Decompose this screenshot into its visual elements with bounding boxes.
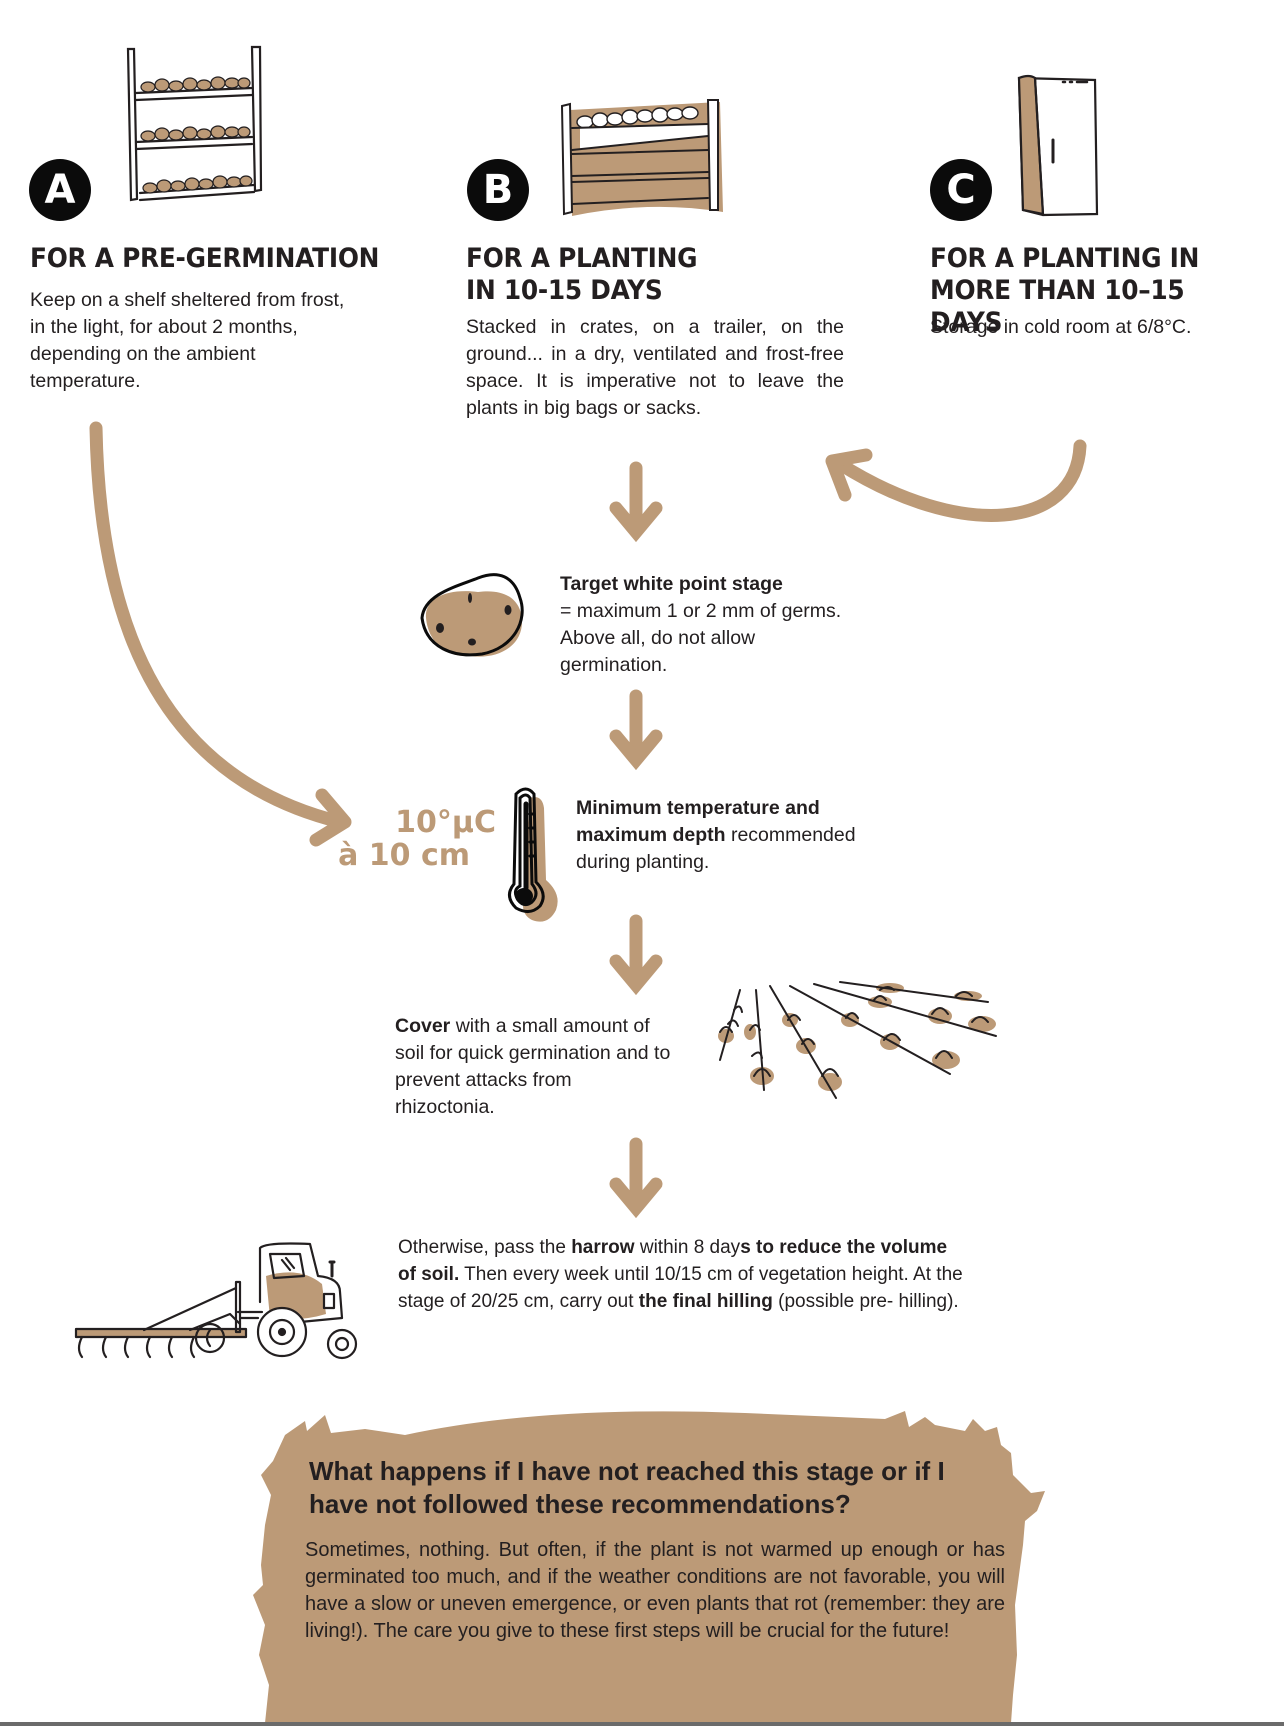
text-line: Cover with a small amount of xyxy=(395,1013,715,1040)
text-line: prevent attacks from xyxy=(395,1069,572,1091)
heading-line: FOR A PLANTING IN xyxy=(930,243,1200,274)
down-arrow-1 xyxy=(609,461,663,543)
text-line: rhizoctonia. xyxy=(395,1096,495,1118)
planted-rows-icon xyxy=(718,981,997,1099)
bold-fragment: s to reduce the volume xyxy=(740,1237,948,1258)
text-line: Above all, do not allow xyxy=(560,627,756,649)
text-fragment: Otherwise, pass the xyxy=(398,1237,572,1258)
white-point-text: Target white point stage = maximum 1 or … xyxy=(560,571,900,679)
text-line: in the light, for about 2 months, xyxy=(30,316,298,338)
callout-title: What happens if I have not reached this … xyxy=(309,1455,1029,1521)
down-arrow-4 xyxy=(609,1137,663,1219)
bold-fragment: the final hilling xyxy=(638,1291,773,1312)
text-fragment: within 8 day xyxy=(634,1237,741,1258)
depth-label: à 10 cm xyxy=(338,838,470,873)
option-a-text: Keep on a shelf sheltered from frost, in… xyxy=(30,287,430,395)
title-line: have not followed these recommendations? xyxy=(309,1489,851,1519)
heading-line: IN 10-15 DAYS xyxy=(466,275,663,306)
potato-icon xyxy=(420,573,524,657)
option-c-heading: FOR A PLANTING IN MORE THAN 10–15 DAYS xyxy=(930,243,1256,339)
text-line: during planting. xyxy=(576,851,710,873)
option-a-heading: FOR A PRE-GERMINATION xyxy=(30,243,379,275)
tractor-harrow-icon xyxy=(74,1242,358,1360)
crate-of-potatoes-icon xyxy=(560,99,723,216)
text-fragment: with a small amount of xyxy=(450,1015,650,1037)
text-line: soil for quick germination and to xyxy=(395,1042,671,1064)
down-arrow-3 xyxy=(609,914,663,996)
callout-brush-background xyxy=(253,1411,1045,1723)
text-line: maximum depth recommended xyxy=(576,822,916,849)
text-line: = maximum 1 or 2 mm of germs. xyxy=(560,600,842,622)
cold-room-fridge-icon xyxy=(1017,74,1099,217)
badge-a: A xyxy=(29,159,91,221)
text-line: stage of 20/25 cm, carry out the final h… xyxy=(398,1288,1018,1315)
page-bottom-edge xyxy=(0,1722,1284,1726)
callout-body: Sometimes, nothing. But often, if the pl… xyxy=(305,1539,1005,1642)
bold-fragment: of soil. xyxy=(398,1264,460,1285)
badge-c: C xyxy=(930,159,992,221)
thermometer-icon xyxy=(508,787,558,922)
text-line: Minimum temperature and xyxy=(576,797,820,819)
text-fragment: (possible pre- hilling). xyxy=(772,1291,959,1312)
heading-line: MORE THAN 10–15 DAYS xyxy=(930,275,1185,338)
heading-line: FOR A PLANTING xyxy=(466,243,698,274)
text-line: temperature. xyxy=(30,370,141,392)
text-line: Keep on a shelf sheltered from frost, xyxy=(30,289,345,311)
title-line: What happens if I have not reached this … xyxy=(309,1456,945,1486)
option-c-text: Storage in cold room at 6/8°C. xyxy=(930,316,1192,338)
cover-text: Cover with a small amount of soil for qu… xyxy=(395,1013,715,1121)
shelf-with-potatoes-icon xyxy=(126,45,263,202)
text-line: germination. xyxy=(560,654,668,676)
heading-line: FOR A PRE-GERMINATION xyxy=(30,243,380,274)
bold-fragment: harrow xyxy=(571,1237,635,1258)
down-arrow-2 xyxy=(609,689,663,771)
white-point-title: Target white point stage xyxy=(560,573,783,595)
harrow-text: Otherwise, pass the harrow within 8 days… xyxy=(398,1234,1018,1315)
bold-fragment: maximum depth xyxy=(576,824,726,846)
temperature-label: 10°µC xyxy=(395,805,496,840)
bold-fragment: Cover xyxy=(395,1015,451,1037)
text-fragment: Then every week until 10/15 cm of vegeta… xyxy=(459,1264,963,1285)
temperature-text: Minimum temperature and maximum depth re… xyxy=(576,795,916,876)
text-fragment: recommended xyxy=(725,824,856,846)
text-line: Otherwise, pass the harrow within 8 days… xyxy=(398,1234,1018,1261)
option-b-heading: FOR A PLANTING IN 10-15 DAYS xyxy=(466,243,698,307)
text-fragment: stage of 20/25 cm, carry out xyxy=(398,1291,639,1312)
option-b-text: Stacked in crates, on a trailer, on the … xyxy=(466,316,844,419)
text-line: depending on the ambient xyxy=(30,343,256,365)
badge-b: B xyxy=(467,159,529,221)
text-line: of soil. Then every week until 10/15 cm … xyxy=(398,1261,1018,1288)
